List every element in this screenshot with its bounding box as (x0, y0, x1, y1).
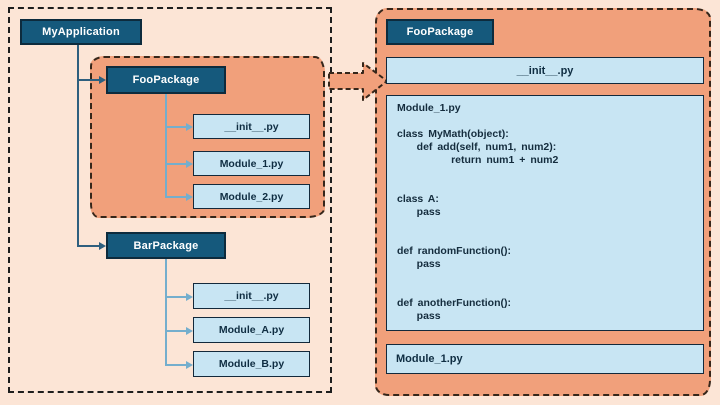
connector-bar-init (165, 296, 187, 298)
arrowhead-bar-moduleA-icon (186, 327, 193, 335)
detail-package-header: FooPackage (386, 19, 494, 45)
node-foopackage-label: FooPackage (132, 74, 200, 86)
node-barpackage-label: BarPackage (133, 239, 199, 252)
node-myapplication: MyApplication (20, 19, 142, 45)
module-box-foo-init: __init__.py (193, 114, 310, 139)
detail-footer-module-strip: Module_1.py (386, 344, 704, 374)
arrowhead-foo-module1-icon (186, 160, 193, 168)
connector-foo-trunk (165, 94, 167, 197)
left-tree-frame (8, 7, 332, 393)
module-box-bar-init: __init__.py (193, 283, 310, 309)
module-box-foo-module1: Module_1.py (193, 151, 310, 176)
connector-foo-init (165, 126, 187, 128)
arrowhead-to-bar-icon (99, 242, 106, 250)
connector-bar-trunk (165, 259, 167, 365)
module-label: Module_A.py (218, 324, 285, 336)
module-box-bar-moduleA: Module_A.py (193, 317, 310, 343)
connector-app-to-bar (77, 245, 101, 247)
node-barpackage: BarPackage (106, 232, 226, 259)
module-label: Module_2.py (219, 190, 284, 203)
connector-foo-module1 (165, 163, 187, 165)
module-box-foo-module2: Module_2.py (193, 184, 310, 209)
module-label: Module_1.py (219, 157, 284, 170)
detail-module1-code-box: Module_1.py class MyMath(object): def ad… (386, 95, 704, 331)
connector-app-trunk (77, 45, 79, 247)
module-label: __init__.py (224, 120, 279, 133)
detail-package-label: FooPackage (406, 26, 474, 38)
connector-foo-module2 (165, 196, 187, 198)
module-label: Module_B.py (218, 358, 285, 370)
connector-bar-moduleA (165, 330, 187, 332)
connector-bar-moduleB (165, 364, 187, 366)
connector-app-to-foo (77, 79, 101, 81)
module-label: __init__.py (224, 290, 279, 302)
arrowhead-bar-init-icon (186, 293, 193, 301)
arrowhead-foo-init-icon (186, 123, 193, 131)
detail-init-label: __init__.py (516, 64, 574, 77)
module-box-bar-moduleB: Module_B.py (193, 351, 310, 377)
detail-footer-module-label: Module_1.py (396, 353, 463, 365)
foo-package-detail-arrow-icon (328, 62, 388, 101)
arrowhead-foo-module2-icon (186, 193, 193, 201)
node-myapplication-label: MyApplication (42, 26, 120, 38)
detail-init-strip: __init__.py (386, 57, 704, 84)
arrowhead-to-foo-icon (99, 76, 106, 84)
node-foopackage: FooPackage (106, 66, 226, 94)
arrowhead-bar-moduleB-icon (186, 361, 193, 369)
